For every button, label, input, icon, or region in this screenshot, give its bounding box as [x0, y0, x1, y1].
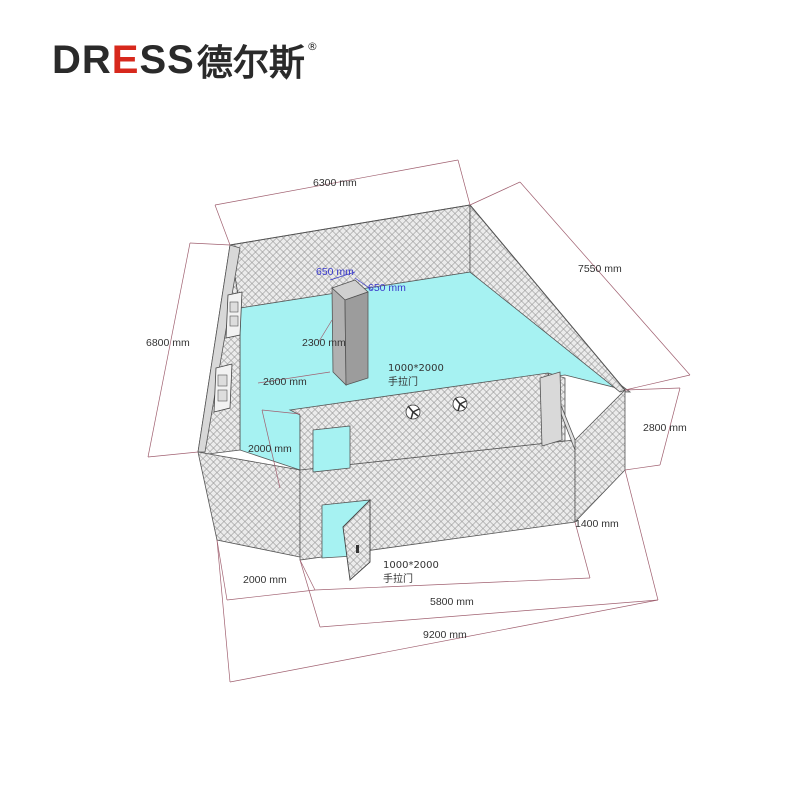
dim-width-top: 6300 mm [313, 177, 357, 189]
evaporator-1-icon [225, 291, 243, 339]
dim-front-total: 9200 mm [423, 629, 467, 641]
fan-1-icon [405, 404, 421, 420]
brand-name-chinese: 德尔斯 [196, 43, 305, 84]
fan-2-icon [452, 396, 468, 412]
door-handle-icon [356, 545, 359, 553]
dim-front-right: 1400 mm [575, 518, 619, 530]
dim-front-left: 2000 mm [243, 574, 287, 586]
registered-mark: ® [306, 39, 318, 53]
dim-side-right: 7550 mm [578, 263, 622, 275]
dim-pillar-width-2: 650 mm [368, 282, 406, 294]
pillar [331, 279, 369, 386]
brand-name: DRESS [52, 37, 195, 82]
right-inner-panel [539, 371, 563, 447]
door-2-type: 手拉门 [383, 572, 413, 585]
dim-inner-depth: 2600 mm [263, 376, 307, 388]
dim-front-mid: 5800 mm [430, 596, 474, 608]
door-leaf [342, 498, 371, 581]
dim-pillar-height: 2300 mm [302, 337, 346, 349]
dim-height-right: 2800 mm [643, 422, 687, 434]
door-1-type: 手拉门 [388, 375, 418, 388]
brand-logo: DRESS 德尔斯 ® [52, 37, 318, 85]
dimension-lines [147, 159, 691, 683]
pillar-dimension-lines [329, 271, 373, 291]
evaporator-2-icon [213, 363, 233, 413]
door-2-size: 1000*2000 [383, 560, 439, 571]
dim-inner-width: 2000 mm [248, 443, 292, 455]
dim-pillar-width-1: 650 mm [316, 266, 354, 278]
right-wall-outer [574, 389, 626, 523]
front-wall-left [197, 451, 301, 558]
door-1-size: 1000*2000 [388, 363, 444, 374]
inner-door-opening [312, 425, 351, 473]
dim-left-depth: 6800 mm [146, 337, 190, 349]
